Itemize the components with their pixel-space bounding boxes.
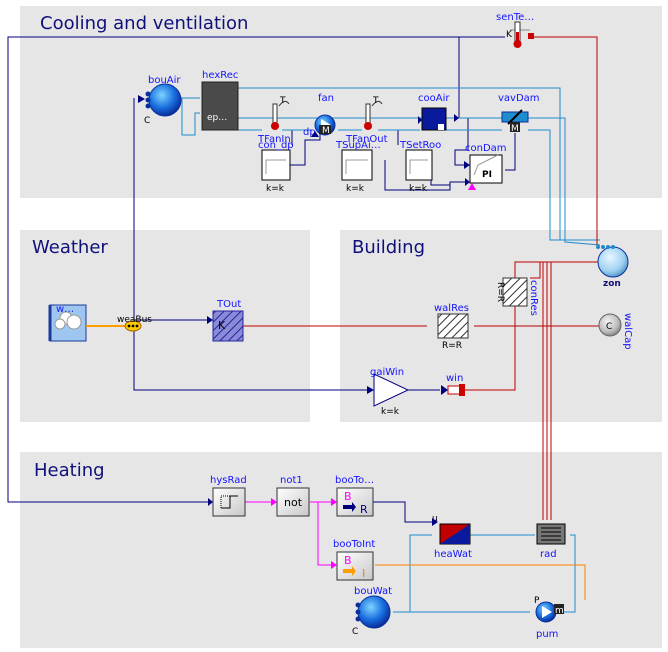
wall-resistance[interactable]: walRes R=R (434, 303, 469, 351)
pi-text: PI (482, 170, 492, 180)
bouwat-label: bouWat (354, 586, 392, 597)
not-text: not (284, 496, 303, 509)
tsupair-label: TSupAi… (335, 140, 381, 151)
hex-rec-param: ep… (207, 113, 227, 123)
walres-param: R=R (442, 341, 462, 351)
tfanout-t: T (372, 96, 379, 106)
con-dam-label: conDam (465, 143, 507, 154)
input-ports (207, 114, 470, 569)
con-dp-k: k=k (266, 184, 285, 194)
integer-connection (375, 564, 586, 600)
gaiwin-param: k=k (381, 407, 400, 417)
pum-m: m (555, 606, 564, 616)
radiator-hysteresis[interactable]: hysRad (210, 475, 247, 517)
con-dp-label: con_dp (258, 140, 294, 151)
not1-label: not1 (280, 475, 303, 486)
coo-air-label: cooAir (418, 93, 450, 104)
window-heat-flow[interactable]: win (441, 373, 465, 396)
hex-rec-label: hexRec (202, 70, 238, 81)
water-boundary[interactable]: bouWat C (352, 586, 392, 637)
hysrad-label: hysRad (210, 475, 247, 486)
sen-temp-label: senTe… (496, 12, 534, 23)
room-setpoint[interactable]: TSetRoo k=k (399, 140, 441, 194)
cooling-title: Cooling and ventilation (40, 13, 248, 34)
weather-label: w… (56, 304, 74, 315)
pum-p: P (534, 596, 540, 606)
zon-label: zon (603, 279, 621, 289)
convective-resistance[interactable]: conRes R=R (495, 277, 539, 316)
weabus-label: weaBus (117, 315, 152, 325)
bootoint-label: booToInt (333, 539, 375, 550)
not-block[interactable]: not not1 (276, 475, 310, 517)
heawat-u: u (432, 514, 438, 524)
conres-label: conRes (528, 280, 539, 316)
fan-m: M (322, 126, 330, 136)
heat-recovery-exchanger[interactable]: hexRec ep… (201, 70, 239, 131)
tfanin-label: TFanIn (257, 134, 291, 145)
fan-label: fan (318, 93, 334, 104)
weather-bus[interactable]: weaBus (117, 315, 152, 332)
rad-label: rad (540, 549, 557, 560)
building-title: Building (352, 237, 425, 258)
room-temp-sensor[interactable]: K senTe… (496, 12, 534, 48)
room-air-volume[interactable]: zon (596, 245, 629, 289)
sen-temp-k: K (506, 30, 513, 40)
fan-inlet-temp-sensor[interactable]: T TFanIn (257, 96, 291, 145)
fluid-connections (180, 87, 601, 613)
boolean-connections (245, 501, 335, 566)
gaiwin-label: gaiWin (370, 367, 404, 378)
tfanin-t: T (279, 96, 286, 106)
boolean-to-real[interactable]: B R booTo… (335, 475, 374, 517)
tfanout-label: TFanOut (345, 134, 388, 145)
water-heater[interactable]: u heaWat (432, 514, 472, 560)
win-label: win (446, 373, 463, 384)
weather-title: Weather (32, 237, 108, 258)
tout-k: K (218, 319, 226, 332)
tsetroo-label: TSetRoo (399, 140, 441, 151)
bootoint-b: B (344, 554, 352, 567)
fan-dp-label: dp (303, 127, 316, 138)
bouwat-c: C (352, 627, 358, 637)
vav-damper[interactable]: M vavDam (498, 93, 540, 134)
cooling-panel (20, 6, 662, 198)
signal-connections (7, 36, 516, 523)
bou-air-label: bouAir (148, 75, 181, 86)
weather-data-reader[interactable]: w… (48, 304, 87, 342)
supply-fan[interactable]: M fan dp (303, 93, 336, 138)
vav-dam-label: vavDam (498, 93, 540, 104)
conres-param: R=R (495, 282, 505, 302)
wall-capacitance[interactable]: C walCap (598, 313, 633, 350)
supply-air-setpoint[interactable]: TSupAi… k=k (335, 140, 381, 194)
air-boundary[interactable]: bouAir C (138, 75, 182, 126)
bootoreal-r: R (360, 503, 368, 516)
bootoint-i: I (362, 567, 365, 580)
vav-dam-m: M (511, 124, 519, 134)
bou-air-c: C (144, 116, 150, 126)
boolean-to-integer[interactable]: B I booToInt (333, 539, 375, 581)
tsupair-k: k=k (346, 184, 365, 194)
bootoreal-label: booTo… (335, 475, 374, 486)
walcap-label: walCap (622, 313, 633, 350)
heawat-label: heaWat (434, 549, 472, 560)
pum-label: pum (536, 629, 558, 640)
damper-pi-controller[interactable]: PI conDam (465, 143, 507, 190)
walcap-c: C (606, 322, 612, 332)
fan-outlet-temp-sensor[interactable]: T TFanOut (345, 96, 388, 145)
circulation-pump[interactable]: m P pum (534, 596, 564, 640)
fan-pressure-setpoint[interactable]: con_dp k=k (258, 140, 294, 194)
radiator[interactable]: rad (536, 523, 566, 560)
outdoor-temperature[interactable]: K TOut (212, 299, 244, 342)
tout-label: TOut (216, 299, 241, 310)
heating-title: Heating (34, 460, 105, 481)
walres-label: walRes (434, 303, 469, 314)
cooling-coil[interactable]: cooAir (418, 93, 450, 131)
bootoreal-b: B (344, 490, 352, 503)
tsetroo-k: k=k (409, 184, 428, 194)
